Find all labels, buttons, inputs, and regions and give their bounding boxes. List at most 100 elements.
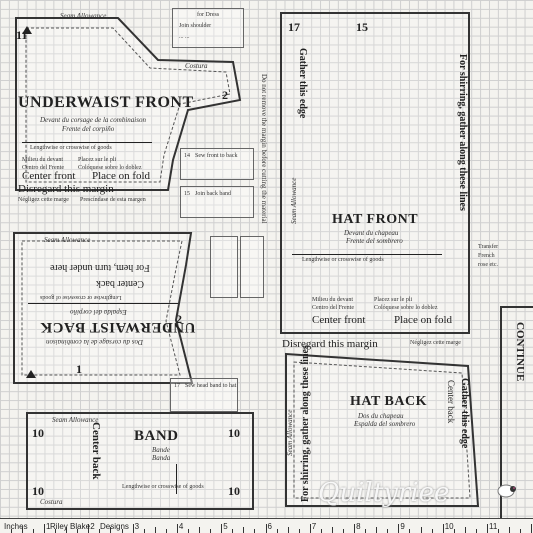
ruler-minor-tick (475, 529, 477, 533)
costura-label: Costura (185, 62, 208, 70)
shirring-label: For shirring, gather along these lines (300, 345, 311, 502)
dress-note-box: for Dress Join shoulder ... ... (172, 8, 244, 48)
costura-label: Costura (40, 498, 63, 506)
ruler-minor-tick (376, 527, 378, 533)
instruction-box (240, 236, 264, 298)
ruler-minor-tick (55, 529, 57, 533)
ruler-minor-tick (99, 529, 101, 533)
ruler-number: 9 (400, 522, 405, 531)
center-back-label: Center back (446, 380, 456, 424)
brand-label: Designs (100, 522, 129, 531)
ruler-tick (88, 524, 90, 533)
milieu-label: Milieu du devant (22, 157, 63, 163)
instruction-box: 17 Sew head band to hat (170, 378, 238, 412)
margin-instruction: Do not remove the margin before cutting … (260, 74, 268, 224)
piece-number: 10 (32, 484, 44, 498)
piece-title: UNDERWAIST BACK (40, 319, 196, 335)
centro-label: Centro del Frente (22, 165, 64, 171)
gather-edge-label: Gather this edge (459, 378, 470, 449)
seam-allowance-label: Seam Allowance (290, 177, 298, 224)
ruler-minor-tick (32, 529, 34, 533)
piece-number: 10 (32, 426, 44, 440)
step-text: Join back band (195, 191, 231, 197)
grain-label: Lengthwise or crosswise of goods (40, 294, 122, 300)
ruler-tick (442, 524, 444, 533)
french-subtitle: Bande (152, 446, 170, 454)
ruler-minor-tick (21, 527, 23, 533)
instruction-box (210, 236, 238, 298)
ruler-tick (132, 524, 134, 533)
ruler-minor-tick (210, 529, 212, 533)
grain-label: Lengthwise or crosswise of goods (30, 145, 112, 151)
piece-number: 10 (228, 426, 240, 440)
french-subtitle: Dos du chapeau (358, 412, 404, 420)
center-front-label: Center front (312, 314, 366, 326)
ruler-minor-tick (298, 529, 300, 533)
ruler-tick (221, 524, 223, 533)
ruler-tick (531, 524, 533, 533)
ruler-minor-tick (10, 529, 12, 533)
spanish-subtitle: Banda (152, 454, 171, 462)
ruler-tick (487, 524, 488, 533)
ruler-minor-tick (320, 529, 322, 533)
piece-number: 10 (228, 484, 240, 498)
gather-edge-label: Gather this edge (297, 48, 308, 119)
seam-allowance-label: Seam Allowance (52, 416, 99, 424)
center-back-label: Center back (90, 422, 102, 480)
instruction-box: 14 Sew front to back (180, 148, 254, 180)
ruler-minor-tick (420, 527, 422, 533)
ruler-number: 8 (356, 522, 361, 531)
note-line: Join shoulder (179, 23, 212, 29)
grain-line (176, 464, 177, 494)
ruler-minor-tick (77, 529, 79, 533)
ruler-unit-label: Inches (4, 522, 28, 531)
ruler-minor-tick (409, 529, 411, 533)
underwaist-front-outline (15, 17, 242, 191)
disregard-margin-label: Disregard this margin (282, 338, 378, 350)
ruler-minor-tick (331, 527, 333, 533)
underwaist-back-outline (13, 232, 194, 384)
shirring-label: For shirring, gather along these lines (457, 54, 468, 211)
hat-back-outline (285, 352, 480, 507)
ruler-minor-tick (276, 529, 278, 533)
french-subtitle: Devant du corsage de la combinaison (40, 116, 146, 124)
ruler-number: 3 (134, 522, 140, 531)
center-back-label: Center back (96, 278, 145, 289)
ruler-number: 4 (178, 522, 184, 531)
ruler-minor-tick (154, 527, 156, 533)
grain-label: Lengthwise or crosswise of goods (122, 484, 204, 490)
spanish-subtitle: Frente del corpiño (62, 125, 115, 133)
ruler-minor-tick (520, 529, 522, 533)
ruler-minor-tick (165, 529, 167, 533)
ruler-minor-tick (343, 529, 345, 533)
hat-front-piece: 17 15 Gather this edge For shirring, gat… (280, 12, 470, 334)
negligez-label: Négligez cette marge (410, 340, 461, 346)
side-note: French (478, 253, 495, 259)
placez-label: Placez sur le pli (374, 297, 413, 303)
ruler-tick (309, 524, 311, 533)
notch-marker (26, 370, 36, 378)
place-on-fold-label: Place on fold (394, 314, 453, 326)
piece-title: HAT BACK (350, 394, 427, 409)
piece-number: 17 (288, 20, 300, 34)
seam-allowance-label: Seam Allowance (286, 409, 294, 456)
ruler-minor-tick (365, 529, 367, 533)
instruction-box: 15 Join back band (180, 186, 254, 218)
note-line: ... ... (179, 34, 190, 40)
piece-number: 15 (356, 20, 368, 34)
step-text: Sew head band to hat (185, 383, 237, 389)
spanish-subtitle: Frente del sombrero (346, 237, 403, 245)
centro-label: Centro del Frente (312, 305, 354, 311)
piece-number: 11 (16, 28, 28, 42)
ruler-number: 5 (223, 522, 228, 531)
band-piece: Seam Allowance 10 10 10 10 Center back B… (26, 412, 254, 510)
french-subtitle: Dos du corsage de la combinaison (46, 338, 144, 346)
negligez-label: Négligez cette marge (18, 197, 69, 203)
ruler-tick (176, 524, 178, 533)
ruler-minor-tick (287, 527, 289, 533)
sheep-icon (497, 484, 516, 498)
piece-number: 2 (222, 88, 228, 102)
hem-fold-label: For hem, turn under here (50, 262, 150, 273)
step-number: 14 (184, 153, 190, 159)
